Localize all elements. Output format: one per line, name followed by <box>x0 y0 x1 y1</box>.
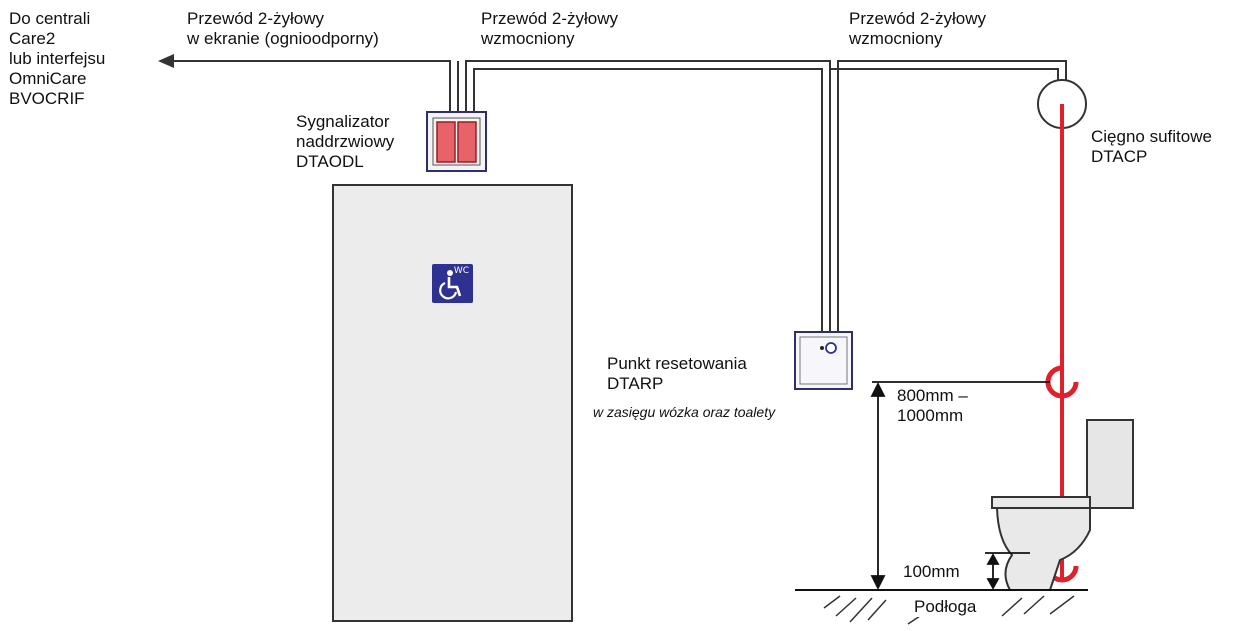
door <box>332 184 573 622</box>
cable-reinforced-label-1: Przewód 2-żyłowy wzmocniony <box>481 9 618 48</box>
height-range-label: 800mm – 1000mm <box>897 386 968 425</box>
floor-hatching <box>823 595 1075 625</box>
cistern <box>1086 419 1134 509</box>
wc-accessibility-sign: WC <box>432 264 473 303</box>
dim-arrow-bottom <box>870 575 886 591</box>
wc-sign-text: WC <box>453 266 469 276</box>
cable-reset-to-ceiling <box>837 60 1067 332</box>
arrow-head <box>158 54 174 68</box>
floor-label: Podłoga <box>912 597 979 617</box>
reset-point-label: Punkt resetowania DTARP <box>607 354 747 393</box>
cable-to-panel <box>172 60 451 112</box>
dim-arrow-top <box>870 381 886 397</box>
pull-handle-upper <box>1045 365 1079 399</box>
door-indicator-device <box>426 111 487 172</box>
reset-point-device <box>794 331 853 390</box>
door-indicator-label: Sygnalizator naddrzwiowy DTAODL <box>296 112 395 171</box>
cable-reset-to-ceiling-inner <box>829 68 1059 332</box>
cable-reinforced-label-2: Przewód 2-żyłowy wzmocniony <box>849 9 986 48</box>
destination-label: Do centrali Care2 lub interfejsu OmniCar… <box>9 9 106 108</box>
wheelchair-icon <box>439 270 462 300</box>
cable-fire-label: Przewód 2-żyłowy w ekranie (ognioodporny… <box>187 9 379 48</box>
height-bottom-label: 100mm <box>903 562 960 581</box>
reset-point-note: w zasięgu wózka oraz toalety <box>593 404 776 420</box>
toilet <box>991 496 1091 591</box>
ceiling-pull-label: Cięgno sufitowe DTACP <box>1091 127 1212 166</box>
dim-arrow-small-top <box>986 553 1000 565</box>
dim-arrow-small-bottom <box>986 578 1000 590</box>
